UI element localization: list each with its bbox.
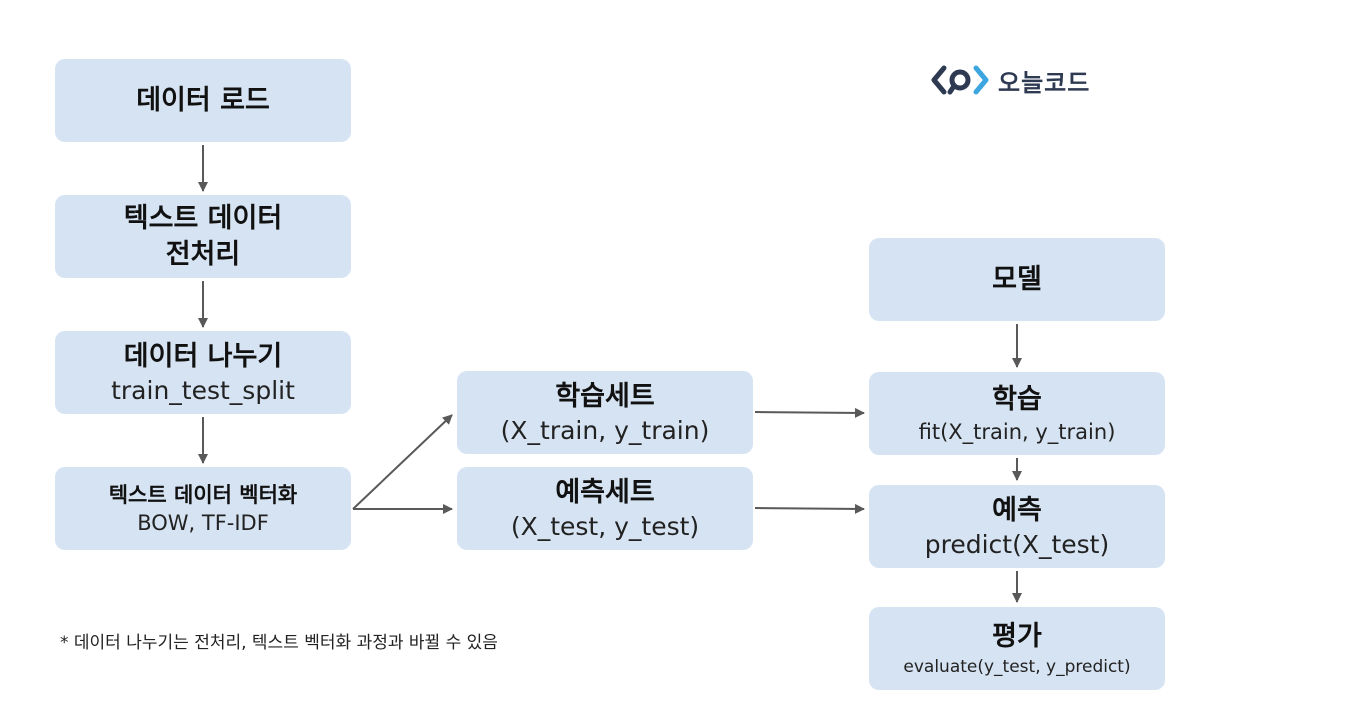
step-test-set: 예측세트 (X_test, y_test) <box>457 467 753 550</box>
step-model: 모델 <box>869 238 1165 321</box>
step-subtitle: (X_train, y_train) <box>500 415 710 445</box>
step-title: 데이터 나누기 <box>123 340 283 372</box>
step-subtitle: BOW, TF-IDF <box>137 510 269 535</box>
step-data-split: 데이터 나누기 train_test_split <box>55 331 351 414</box>
step-subtitle: (X_test, y_test) <box>510 511 700 541</box>
step-title: 텍스트 데이터 전처리 <box>123 202 283 270</box>
step-title: 평가 <box>992 620 1042 652</box>
step-title: 텍스트 데이터 벡터화 <box>108 482 298 507</box>
arrow-test-set-to-predict <box>754 503 865 514</box>
arrow-vectorize-to-train-set <box>352 414 453 510</box>
step-subtitle: train_test_split <box>111 375 295 405</box>
step-title: 예측세트 <box>555 476 655 508</box>
arrow-train-set-to-fit <box>754 407 865 418</box>
brand-logo: 오늘코드 <box>930 60 1090 100</box>
step-text-preprocess: 텍스트 데이터 전처리 <box>55 195 351 278</box>
step-subtitle: predict(X_test) <box>924 529 1110 559</box>
step-title: 학습세트 <box>555 380 655 412</box>
step-fit: 학습 fit(X_train, y_train) <box>869 372 1165 455</box>
step-title: 예측 <box>992 494 1042 526</box>
step-train-set: 학습세트 (X_train, y_train) <box>457 371 753 454</box>
step-text-vectorize: 텍스트 데이터 벡터화 BOW, TF-IDF <box>55 467 351 550</box>
footnote: * 데이터 나누기는 전처리, 텍스트 벡터화 과정과 바뀔 수 있음 <box>60 633 498 653</box>
step-subtitle: fit(X_train, y_train) <box>918 419 1116 444</box>
step-title: 학습 <box>992 383 1042 415</box>
code-bracket-logo-icon <box>931 65 989 95</box>
step-data-load: 데이터 로드 <box>55 59 351 142</box>
step-title: 모델 <box>992 263 1042 295</box>
step-title: 데이터 로드 <box>136 84 270 116</box>
step-subtitle: evaluate(y_test, y_predict) <box>903 656 1131 677</box>
brand-name: 오늘코드 <box>998 68 1091 97</box>
step-evaluate: 평가 evaluate(y_test, y_predict) <box>869 607 1165 690</box>
step-predict: 예측 predict(X_test) <box>869 485 1165 568</box>
